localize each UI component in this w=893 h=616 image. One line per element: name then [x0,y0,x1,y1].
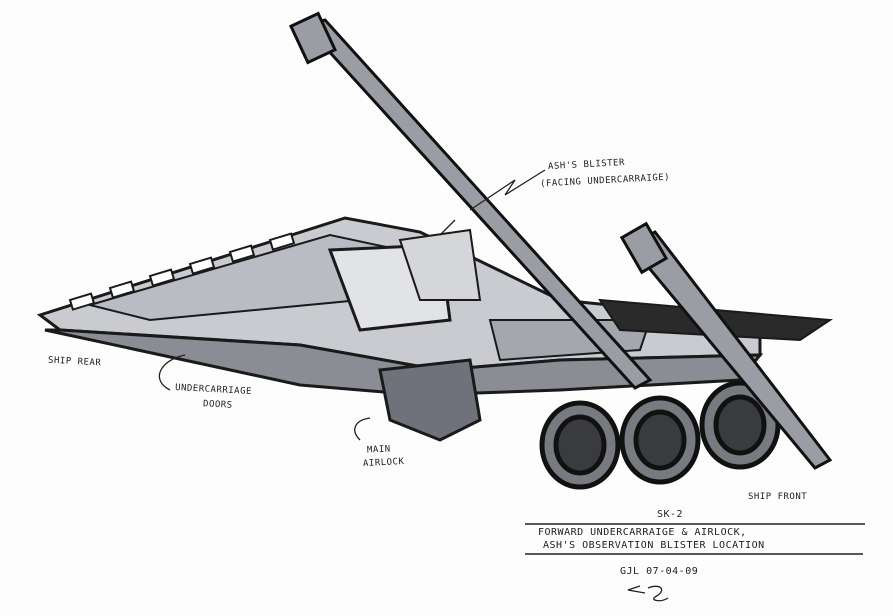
label-ship-front: SHIP FRONT [748,492,808,502]
hull [36,216,833,442]
author-date: GJL 07-04-09 [620,566,699,577]
signature [627,585,669,602]
hull-panels [68,232,296,311]
label-main-airlock: MAIN [366,444,391,456]
booms [288,11,833,470]
label-undercarriage-doors-2: DOORS [202,399,233,411]
title-line-1: FORWARD UNDERCARRAIGE & AIRLOCK, [538,527,747,538]
title-line-2: ASH'S OBSERVATION BLISTER LOCATION [543,540,765,551]
sheet-number: SK-2 [657,509,684,520]
engines [539,380,781,490]
leader-lines [158,169,546,441]
